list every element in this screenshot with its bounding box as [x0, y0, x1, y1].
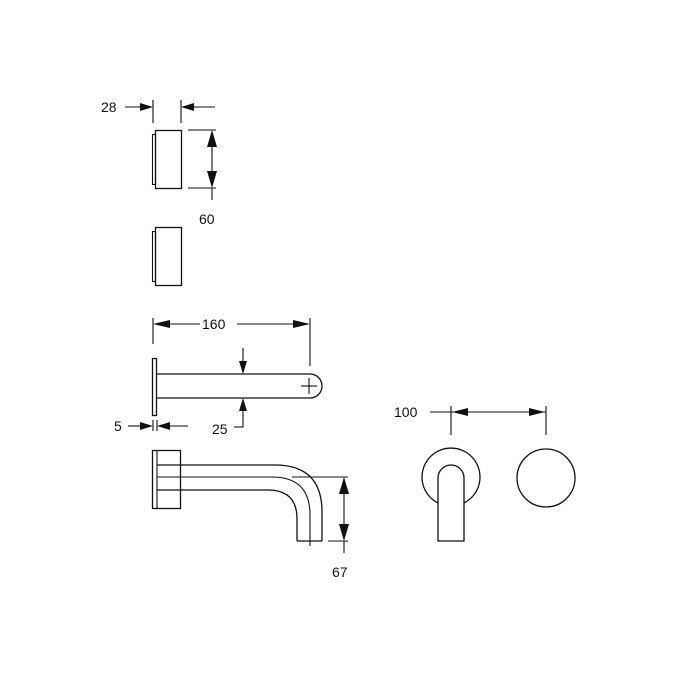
dimension-25: 25	[212, 348, 247, 437]
spout-top-view	[151, 357, 323, 417]
label-25: 25	[212, 421, 228, 437]
label-67: 67	[332, 564, 348, 580]
spout-side-view	[151, 449, 323, 546]
handle-top-view-upper	[151, 129, 183, 190]
dimension-100: 100	[394, 404, 547, 435]
dimension-28: 28	[101, 99, 215, 123]
label-5: 5	[114, 418, 122, 434]
dimension-5: 5	[114, 418, 188, 434]
dimension-60: 60	[188, 129, 217, 227]
cover-plate-front-view	[516, 448, 576, 508]
label-60: 60	[199, 211, 215, 227]
label-160: 160	[202, 316, 226, 332]
dimension-67: 67	[292, 476, 349, 580]
handle-top-view-lower	[151, 226, 183, 287]
mixer-front-view	[421, 447, 481, 542]
dimension-160: 160	[152, 316, 311, 366]
label-100: 100	[394, 404, 418, 420]
label-28: 28	[101, 99, 117, 115]
